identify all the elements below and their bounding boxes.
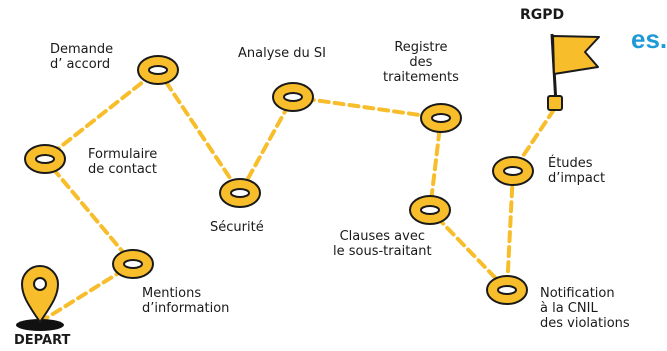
finish-flag-icon (547, 33, 600, 111)
start-label: DEPART (14, 333, 71, 348)
node-etudes (492, 156, 534, 186)
step-label-formulaire: Formulaire de contact (88, 147, 158, 177)
step-label-securite: Sécurité (210, 220, 264, 235)
step-label-etudes: Études d’impact (548, 156, 606, 186)
flag-label: RGPD (520, 7, 565, 23)
step-label-mentions: Mentions d’information (142, 286, 230, 316)
step-label-notification: Notification à la CNIL des violations (540, 286, 630, 331)
node-formulaire (24, 144, 66, 174)
header-title-fragment: es. (631, 24, 667, 54)
step-label-demande: Demande d’ accord (50, 42, 114, 72)
node-demande (137, 55, 179, 85)
step-label-clauses: Clauses avec le sous-traitant (333, 229, 432, 259)
start-pin-icon (16, 265, 64, 331)
node-securite (219, 178, 261, 208)
node-notification (486, 275, 528, 305)
node-clauses (409, 195, 451, 225)
node-mentions (112, 249, 154, 279)
step-label-analyse: Analyse du SI (238, 46, 327, 61)
node-analyse (272, 82, 314, 112)
step-label-registre: Registre des traitements (383, 40, 459, 85)
node-registre (420, 103, 462, 133)
